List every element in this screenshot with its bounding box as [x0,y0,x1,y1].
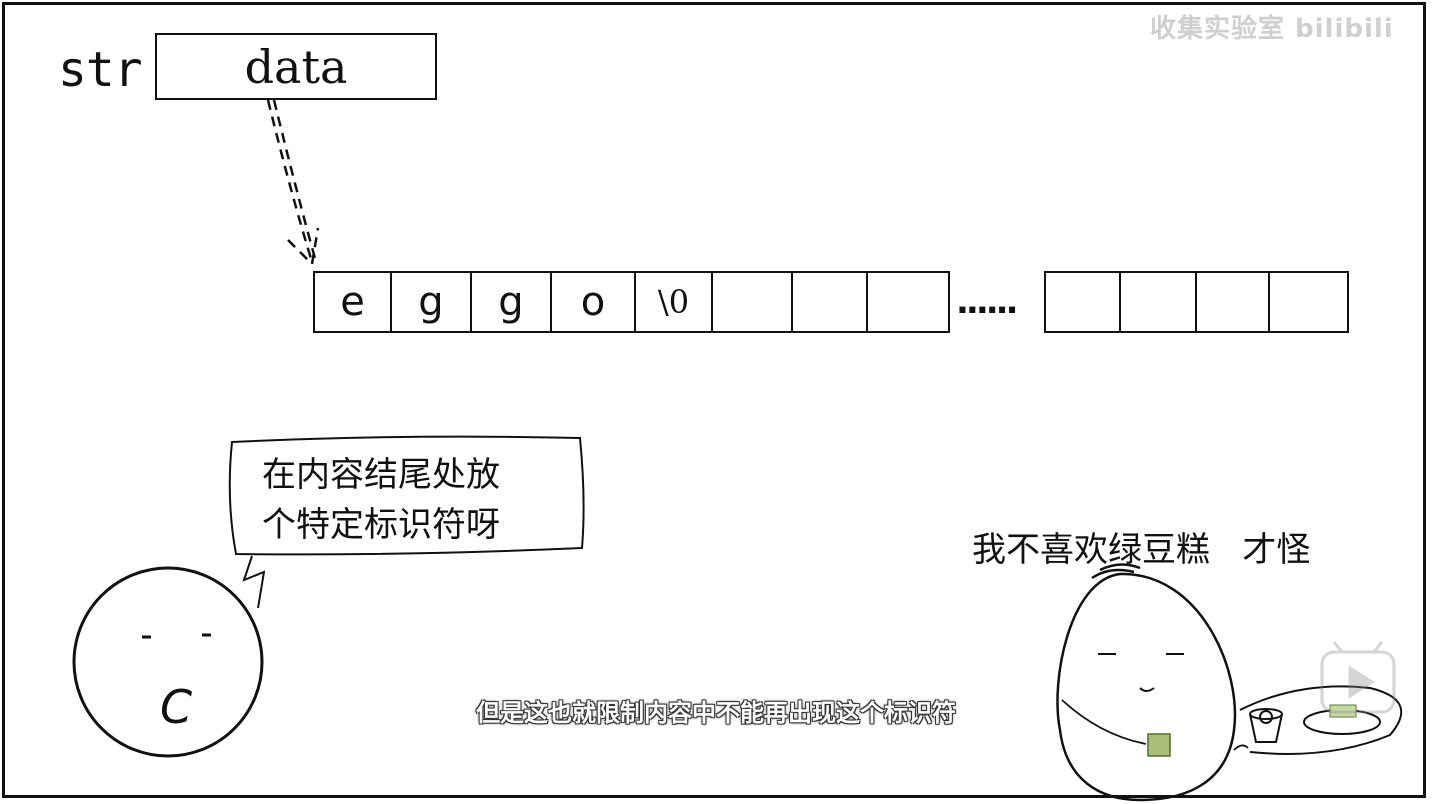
face-letter: C [160,680,193,734]
array-ellipsis: ...... [956,282,1018,322]
speech-bubble [228,435,585,609]
table-with-snacks [1239,685,1403,755]
array-cells-right [1044,271,1349,333]
array-cell [1197,273,1270,331]
speech-bubble-text: 在内容结尾处放 个特定标识符呀 [262,450,562,550]
variable-name: str [58,42,143,98]
array-cell: g [472,273,552,331]
egg-character [1056,563,1249,802]
video-subtitle: 但是这也就限制内容中不能再出现这个标识符 [476,699,956,727]
bilibili-watermark: 收集实验室 bilibili [1150,14,1394,44]
play-button-icon [1320,641,1396,714]
array-cell-terminator: \0 [636,273,713,331]
array-cell: e [315,273,392,331]
array-cells-left: e g g o \0 [313,271,950,333]
pointer-arrow [266,99,320,267]
array-cell [793,273,868,331]
array-cell [713,273,793,331]
array-cell [1121,273,1197,331]
speech-bubble-line: 个特定标识符呀 [262,505,500,545]
round-face-character [72,566,264,758]
array-cell [1046,273,1121,331]
variable-box: data [155,33,437,100]
speech-bubble-line: 在内容结尾处放 [262,455,500,495]
array-cell: g [392,273,472,331]
array-cell: o [552,273,636,331]
egg-caption: 我不喜欢绿豆糕 才怪 [972,530,1311,570]
